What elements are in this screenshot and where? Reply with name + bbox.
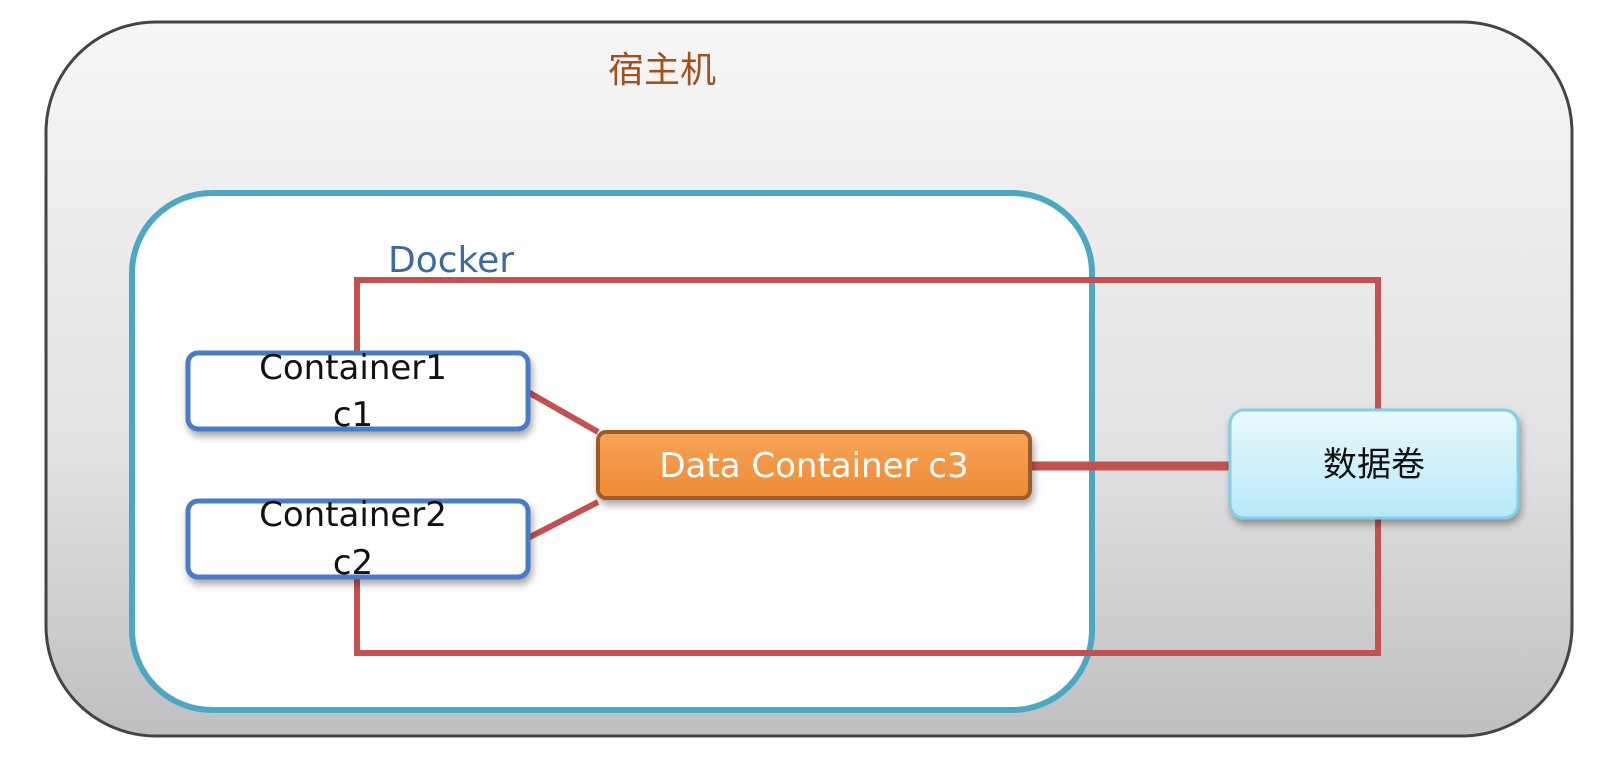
container1-short: c1 (333, 395, 373, 435)
link-container2-to-data-container (526, 499, 600, 541)
data-container-node[interactable] (596, 430, 1032, 500)
container2-box (185, 498, 531, 580)
container1-box (185, 350, 531, 432)
data-volume-box (1228, 408, 1520, 520)
link-container1-to-volume (354, 277, 1381, 412)
data-volume-node[interactable] (1228, 408, 1520, 520)
container2-name: Container2 (259, 495, 447, 535)
data-container-box (596, 430, 1032, 500)
link-container2-to-volume (354, 518, 1381, 656)
data-container-label: Data Container c3 (659, 446, 968, 486)
container1-node[interactable] (185, 350, 531, 432)
docker-label: Docker (388, 240, 514, 281)
link-container1-to-data-container (526, 389, 600, 435)
container2-node[interactable] (185, 498, 531, 580)
host-machine-label: 宿主机 (608, 50, 716, 91)
container1-name: Container1 (259, 348, 447, 388)
connection-lines (354, 277, 1381, 656)
container2-short: c2 (333, 543, 373, 583)
data-volume-label: 数据卷 (1323, 445, 1425, 485)
